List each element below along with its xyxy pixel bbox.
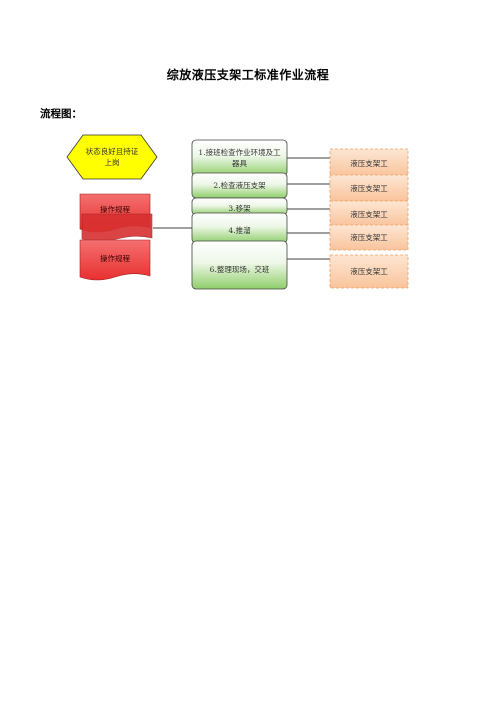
role-box-5 (329, 254, 409, 289)
role-label-2: 液压支架工 (350, 183, 388, 193)
role-box-2 (329, 174, 409, 202)
step-label-1: 1.接班检查作业环境及工器具 (198, 148, 281, 168)
start-condition-label: 状态良好且持证上岗 (85, 147, 139, 167)
document-title: 综放液压支架工标准作业流程 (166, 68, 330, 82)
role-boxes (329, 148, 409, 289)
step-box-5 (191, 240, 288, 290)
role-label-5: 液压支架工 (350, 266, 388, 276)
role-box-3 (329, 200, 409, 227)
step-boxes (191, 139, 288, 290)
step-label-2: 2.检查液压支架 (213, 180, 266, 190)
start-condition-hexagon (66, 134, 158, 180)
regulation-doc-2 (79, 239, 151, 281)
role-box-4 (329, 224, 409, 251)
step-label-3: 3.移架 (228, 203, 251, 213)
connector-lines (153, 157, 330, 260)
role-label-4: 液压支架工 (350, 232, 388, 242)
step-label-4: 4.推溜 (228, 225, 251, 235)
role-label-1: 液压支架工 (350, 158, 388, 168)
regulation-label-2: 操作规程 (100, 253, 130, 263)
section-label: 流程图： (40, 108, 82, 120)
role-label-3: 液压支架工 (350, 209, 388, 219)
regulation-label-1: 操作规程 (100, 204, 130, 214)
role-box-1 (329, 148, 409, 177)
step-label-5: 6.整理现场，交班 (209, 264, 270, 274)
